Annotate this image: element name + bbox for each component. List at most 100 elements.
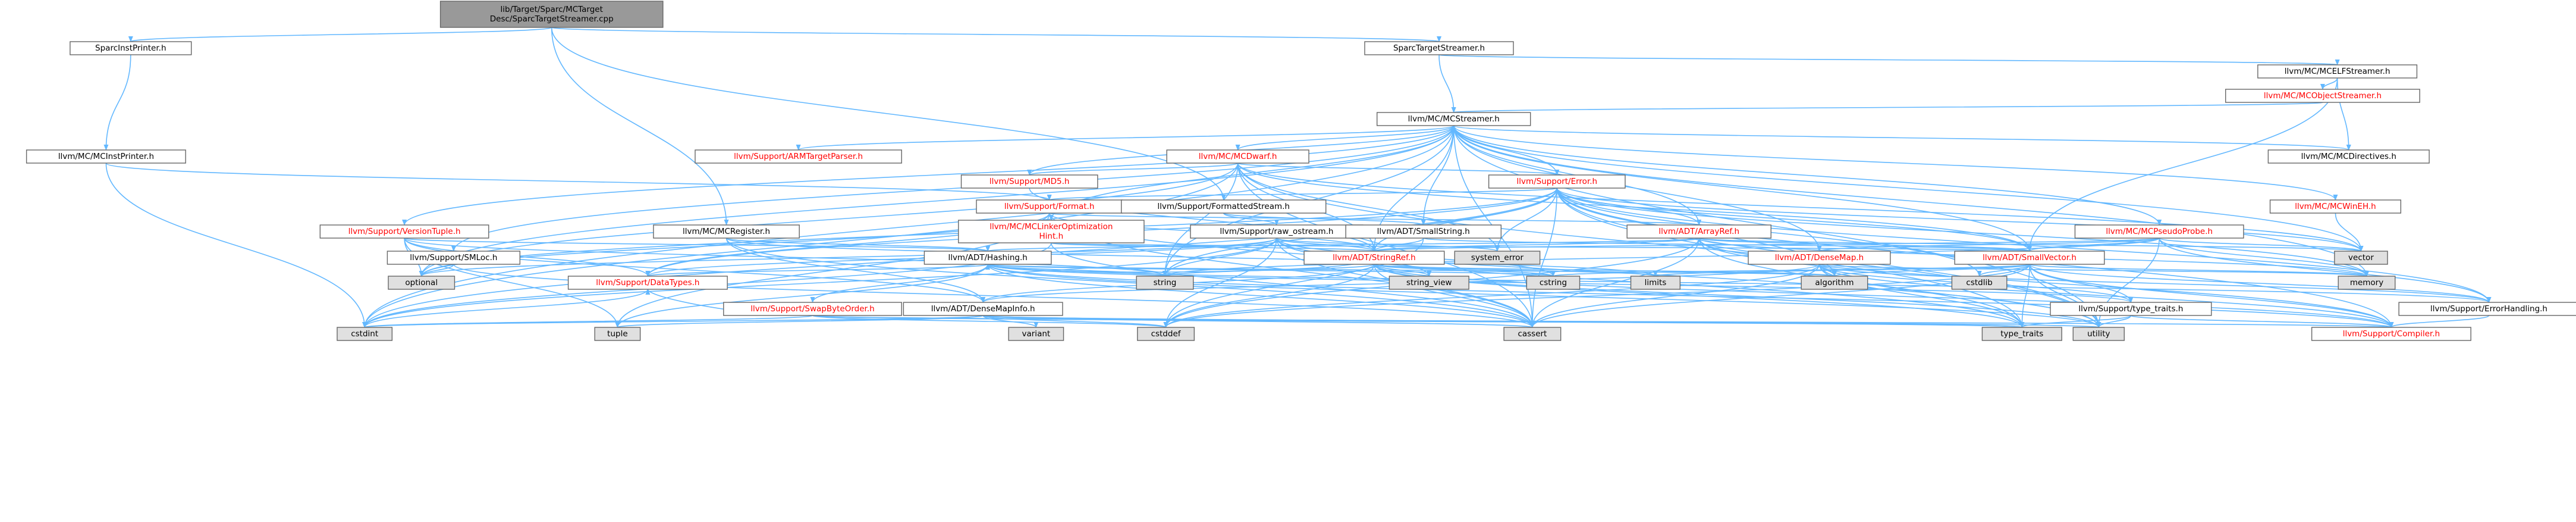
node-mcwineh[interactable]: llvm/MC/MCWinEH.h — [2269, 199, 2402, 214]
node-stringref[interactable]: llvm/ADT/StringRef.h — [1303, 251, 1445, 265]
node-formattedstream-label: llvm/Support/FormattedStream.h — [1157, 202, 1290, 211]
node-smloc[interactable]: llvm/Support/SMLoc.h — [387, 251, 521, 265]
node-mcpseudoprobe[interactable]: llvm/MC/MCPseudoProbe.h — [2074, 224, 2244, 239]
node-utility-label: utility — [2087, 329, 2110, 339]
node-mcinstprinter-box — [26, 149, 186, 164]
edge-densemap-to-errorhandling — [1818, 264, 2492, 303]
node-arrayref[interactable]: llvm/ADT/ArrayRef.h — [1626, 224, 1771, 239]
edge-stringref-to-cstring — [1374, 264, 1556, 277]
node-tuple-box — [594, 327, 641, 341]
edge-mcstreamer-to-mcpseudoprobe — [1453, 125, 2162, 226]
edge-hashing-to-datatypes — [645, 264, 988, 277]
node-supportformat[interactable]: llvm/Support/Format.h — [976, 199, 1123, 214]
node-md5[interactable]: llvm/Support/MD5.h — [960, 174, 1098, 189]
node-errorhandling[interactable]: llvm/Support/ErrorHandling.h — [2398, 302, 2576, 316]
node-mcelfstreamer[interactable]: llvm/MC/MCELFStreamer.h — [2257, 64, 2418, 79]
node-mcdwarf-box — [1166, 149, 1309, 164]
node-mcregister[interactable]: llvm/MC/MCRegister.h — [653, 224, 800, 239]
node-sparcinstprinter-label: SparcInstPrinter.h — [95, 43, 166, 53]
edge-versiontuple-to-datatypes — [404, 237, 651, 277]
node-systemerror-label: system_error — [1471, 253, 1524, 262]
node-cstdint-box — [337, 327, 393, 341]
edge-densemapinfo-to-cstdint — [363, 315, 984, 328]
node-limits-label: limits — [1645, 278, 1667, 287]
node-densemap[interactable]: llvm/ADT/DenseMap.h — [1748, 251, 1891, 265]
edge-smloc-to-cassert — [453, 264, 1535, 328]
node-armtargetparser[interactable]: llvm/Support/ARMTargetParser.h — [695, 149, 902, 164]
edge-densemapinfo-to-cassert — [982, 315, 1535, 328]
edge-mcregister-to-hashing — [725, 237, 990, 252]
node-mcdwarf[interactable]: llvm/MC/MCDwarf.h — [1166, 149, 1309, 164]
edge-stringref-to-limits — [1374, 264, 1658, 277]
node-smallvector-box — [1954, 251, 2105, 265]
node-mcstreamer[interactable]: llvm/MC/MCStreamer.h — [1377, 112, 1531, 126]
edge-mcregister-to-limits — [725, 237, 1658, 277]
node-string: string — [1136, 276, 1194, 290]
edge-mcstreamer-to-versiontuple — [402, 125, 1455, 226]
edge-densemapinfo-to-tuple — [615, 315, 984, 328]
node-sparctargetstreamer[interactable]: SparcTargetStreamer.h — [1364, 41, 1514, 55]
node-rawostream-label: llvm/Support/raw_ostream.h — [1220, 227, 1333, 236]
edge-mcdwarf-to-cassert — [1237, 162, 1535, 328]
node-hashing-label: llvm/ADT/Hashing.h — [948, 253, 1027, 262]
node-cstdlib-box — [1951, 276, 2008, 290]
node-smallstring-box — [1345, 224, 1502, 239]
node-mcinstprinter[interactable]: llvm/MC/MCInstPrinter.h — [26, 149, 186, 164]
node-compiler[interactable]: llvm/Support/Compiler.h — [2311, 327, 2471, 341]
node-smallstring[interactable]: llvm/ADT/SmallString.h — [1345, 224, 1502, 239]
node-vector: vector — [2334, 251, 2388, 265]
node-optional: optional — [388, 276, 455, 290]
edge-mcinstprinter-to-cstdint — [105, 162, 367, 328]
node-systemerror: system_error — [1454, 251, 1541, 265]
node-mcobjectstreamer-label: llvm/MC/MCObjectStreamer.h — [2264, 91, 2382, 101]
node-densemapinfo[interactable]: llvm/ADT/DenseMapInfo.h — [903, 302, 1063, 316]
edge-smallvector-to-memory — [2029, 264, 2369, 277]
node-variant-label: variant — [1022, 329, 1051, 339]
edge-mcstreamer-to-supporterror — [1453, 125, 1560, 176]
node-sparcinstprinter[interactable]: SparcInstPrinter.h — [70, 41, 192, 55]
node-mcpseudoprobe-label: llvm/MC/MCPseudoProbe.h — [2106, 227, 2213, 236]
node-algorithm-box — [1801, 276, 1868, 290]
node-cstddef-box — [1137, 327, 1195, 341]
edge-hashing-to-utility — [987, 264, 2101, 328]
node-mcobjectstreamer[interactable]: llvm/MC/MCObjectStreamer.h — [2225, 89, 2420, 103]
edge-arrayref-to-vector — [1698, 237, 2363, 252]
node-memory: memory — [2338, 276, 2396, 290]
node-mcdirectives[interactable]: llvm/MC/MCDirectives.h — [2267, 149, 2430, 164]
node-utility-box — [2072, 327, 2125, 341]
node-mcregister-label: llvm/MC/MCRegister.h — [683, 227, 770, 236]
node-versiontuple[interactable]: llvm/Support/VersionTuple.h — [319, 224, 489, 239]
node-typetraitsh-label: llvm/Support/type_traits.h — [2078, 304, 2183, 314]
node-supporterror-box — [1488, 174, 1626, 189]
node-root[interactable]: lib/Target/Sparc/MCTargetDesc/SparcTarge… — [439, 1, 664, 28]
node-swapbyteorder[interactable]: llvm/Support/SwapByteOrder.h — [723, 302, 902, 316]
node-mcstreamer-box — [1377, 112, 1531, 126]
edge-mcstreamer-to-vector — [1453, 125, 2364, 252]
node-formattedstream[interactable]: llvm/Support/FormattedStream.h — [1120, 199, 1327, 214]
node-formattedstream-box — [1120, 199, 1327, 214]
edge-hashing-to-tuple — [615, 264, 988, 328]
node-mclinkeropt-label: Hint.h — [1039, 232, 1064, 241]
node-compiler-box — [2311, 327, 2471, 341]
edge-root-to-mcregister — [551, 27, 729, 226]
node-datatypes[interactable]: llvm/Support/DataTypes.h — [567, 276, 728, 290]
node-smallvector[interactable]: llvm/ADT/SmallVector.h — [1954, 251, 2105, 265]
edge-errorhandling-to-compiler — [2389, 315, 2490, 328]
edge-mcelfstreamer-to-smallvector — [2027, 77, 2338, 252]
edge-smallvector-to-limits — [1653, 264, 2030, 277]
node-datatypes-box — [567, 276, 728, 290]
node-hashing[interactable]: llvm/ADT/Hashing.h — [923, 251, 1052, 265]
node-mcstreamer-label: llvm/MC/MCStreamer.h — [1408, 114, 1500, 124]
node-typetraitsh[interactable]: llvm/Support/type_traits.h — [2050, 302, 2212, 316]
edge-stringref-to-stringview — [1374, 264, 1432, 277]
edge-mcinstprinter-to-supportformat — [105, 162, 1052, 201]
node-cstdlib-label: cstdlib — [1966, 278, 1992, 287]
node-sparctargetstreamer-box — [1364, 41, 1514, 55]
node-rawostream[interactable]: llvm/Support/raw_ostream.h — [1190, 224, 1364, 239]
node-optional-box — [388, 276, 455, 290]
edge-sparctargetstreamer-to-mcstreamer — [1438, 54, 1456, 113]
node-cstring-label: cstring — [1540, 278, 1567, 287]
node-supporterror[interactable]: llvm/Support/Error.h — [1488, 174, 1626, 189]
edge-mcstreamer-to-mcdwarf — [1235, 125, 1455, 151]
